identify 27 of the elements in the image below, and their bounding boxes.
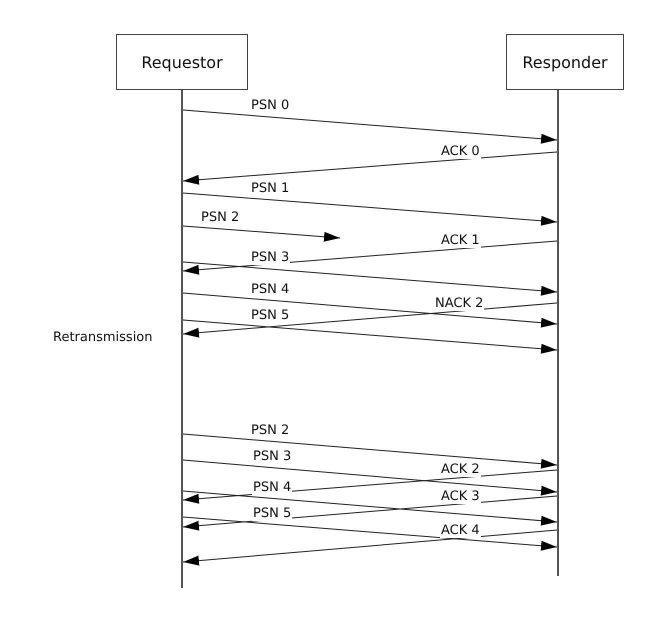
edge-label: NACK 2	[434, 296, 484, 312]
edge-label: ACK 1	[440, 233, 481, 248]
participant-box: Requestor	[116, 34, 248, 90]
edge-label: ACK 4	[440, 523, 481, 538]
edge-label: ACK 3	[440, 488, 481, 504]
edge-label: PSN 5	[252, 506, 292, 521]
message-arrow	[182, 226, 340, 242]
message-arrow	[182, 516, 558, 551]
message-arrow	[182, 490, 558, 526]
message-arrow	[182, 152, 558, 185]
lifeline	[557, 90, 559, 576]
message-arrow	[182, 320, 558, 354]
message-arrow	[182, 262, 558, 296]
message-arrow	[182, 110, 558, 144]
message-arrow	[182, 192, 558, 226]
message-arrow	[182, 292, 558, 328]
edge-label: PSN 4	[252, 480, 292, 495]
message-arrow	[182, 302, 558, 338]
message-arrow	[182, 460, 558, 496]
edge-label: ACK 0	[440, 144, 481, 160]
message-arrow	[182, 530, 558, 566]
message-arrow	[182, 434, 558, 469]
lifeline	[181, 90, 183, 588]
edge-label: ACK 2	[440, 462, 481, 478]
edge-label: PSN 3	[250, 250, 290, 266]
participant-box: Responder	[506, 34, 624, 90]
message-arrow	[182, 240, 558, 275]
